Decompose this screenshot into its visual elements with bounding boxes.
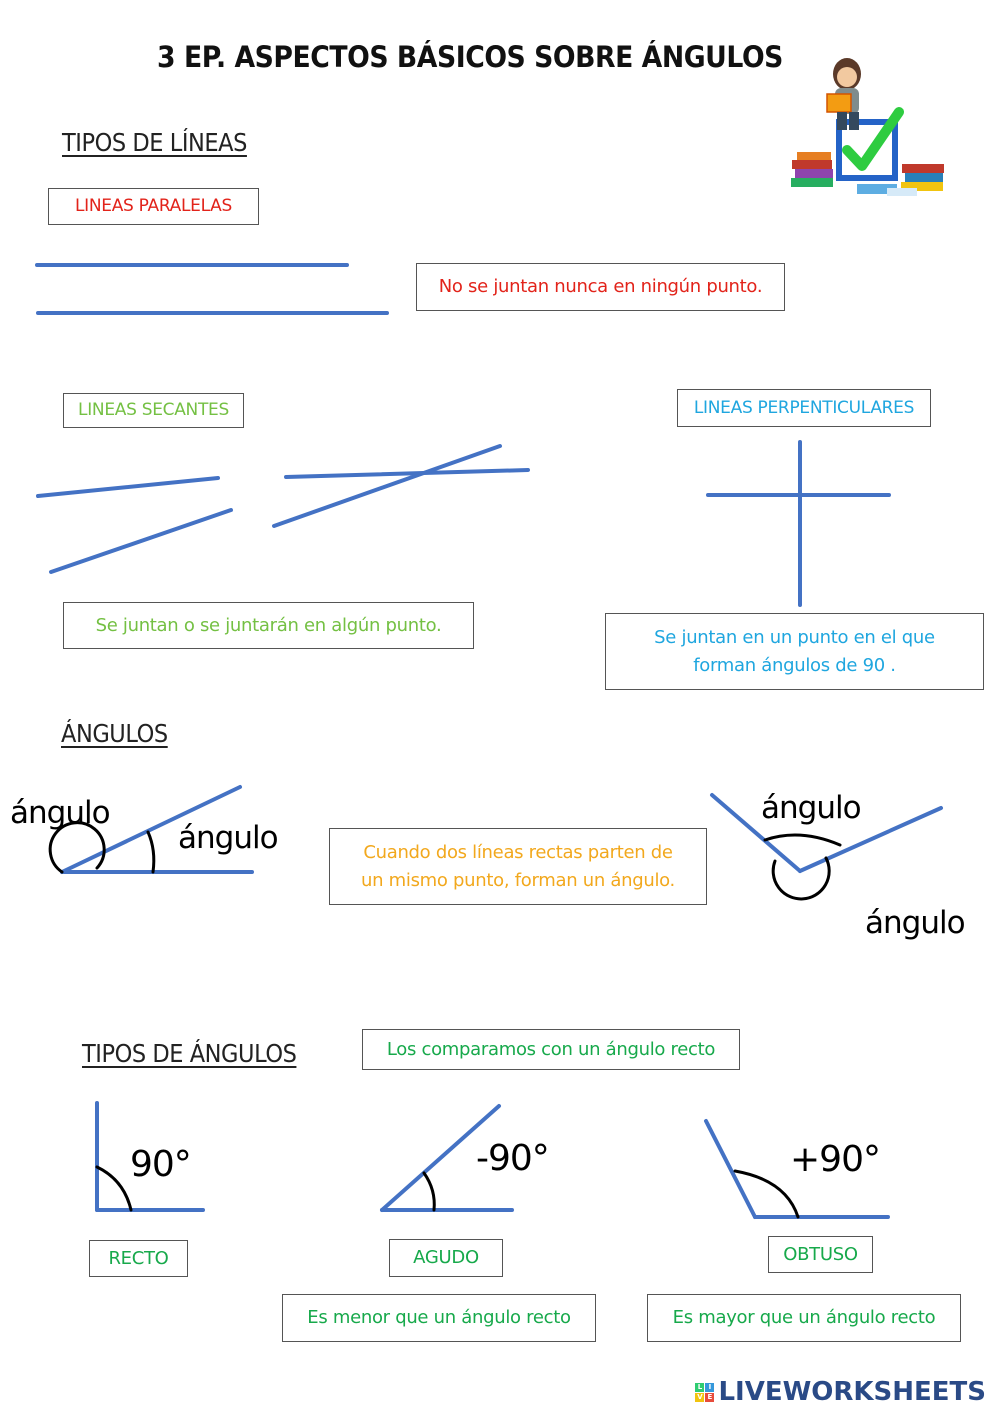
right-angle-arc <box>97 1167 131 1210</box>
page-title: 3 EP. ASPECTOS BÁSICOS SOBRE ÁNGULOS <box>38 40 903 74</box>
angle-types-section-heading: TIPOS DE ÁNGULOS <box>82 1039 296 1068</box>
perpendicular-lines-description: Se juntan en un punto en el que forman á… <box>605 613 984 690</box>
perpendicular-description-line2: forman ángulos de 90 . <box>693 652 895 680</box>
right-angle-mark: 90° <box>130 1144 191 1185</box>
angle-right-outer-label: ángulo <box>865 905 965 941</box>
angle-definition-line1: Cuando dos líneas rectas parten de <box>363 839 672 867</box>
acute-angle-arc <box>424 1173 434 1210</box>
secant-lines-description: Se juntan o se juntarán en algún punto. <box>63 602 474 649</box>
angle-right-inner-arc <box>765 835 840 845</box>
acute-angle-description: Es menor que un ángulo recto <box>282 1294 596 1342</box>
parallel-lines-description: No se juntan nunca en ningún punto. <box>416 263 785 311</box>
teacher-reading-checkmark-illustration <box>787 52 947 202</box>
angle-definition-box: Cuando dos líneas rectas parten de un mi… <box>329 828 707 905</box>
liveworksheets-brand: LIVEWORKSHEETS <box>718 1377 986 1407</box>
obtuse-angle-label: OBTUSO <box>768 1236 873 1273</box>
angles-section-heading: ÁNGULOS <box>61 719 168 748</box>
secant-line-a1 <box>38 478 218 496</box>
secant-lines-label: LINEAS SECANTES <box>63 393 244 428</box>
obtuse-angle-description: Es mayor que un ángulo recto <box>647 1294 961 1342</box>
angle-left-inner-arc <box>148 832 154 872</box>
right-angle-label: RECTO <box>89 1240 188 1277</box>
angle-right-outer-arc <box>773 858 829 899</box>
obtuse-angle-slanted-ray <box>706 1121 755 1217</box>
acute-angle-label: AGUDO <box>389 1239 503 1277</box>
lines-section-heading: TIPOS DE LÍNEAS <box>62 128 247 157</box>
secant-line-b1 <box>286 470 528 477</box>
perpendicular-lines-label: LINEAS PERPENTICULARES <box>677 389 931 427</box>
secant-line-a2 <box>51 510 231 572</box>
angle-definition-line2: un mismo punto, forman un ángulo. <box>361 867 675 895</box>
angle-right-inner-label: ángulo <box>761 790 861 826</box>
perpendicular-description-line1: Se juntan en un punto en el que <box>654 624 935 652</box>
secant-line-b2 <box>274 446 500 526</box>
angle-comparison-note: Los comparamos con un ángulo recto <box>362 1029 740 1070</box>
obtuse-angle-mark: +90° <box>790 1139 880 1180</box>
parallel-lines-label: LINEAS PARALELAS <box>48 188 259 225</box>
acute-angle-mark: -90° <box>476 1138 549 1179</box>
angle-left-inner-label: ángulo <box>178 820 278 856</box>
angle-left-outer-label: ángulo <box>10 795 110 831</box>
